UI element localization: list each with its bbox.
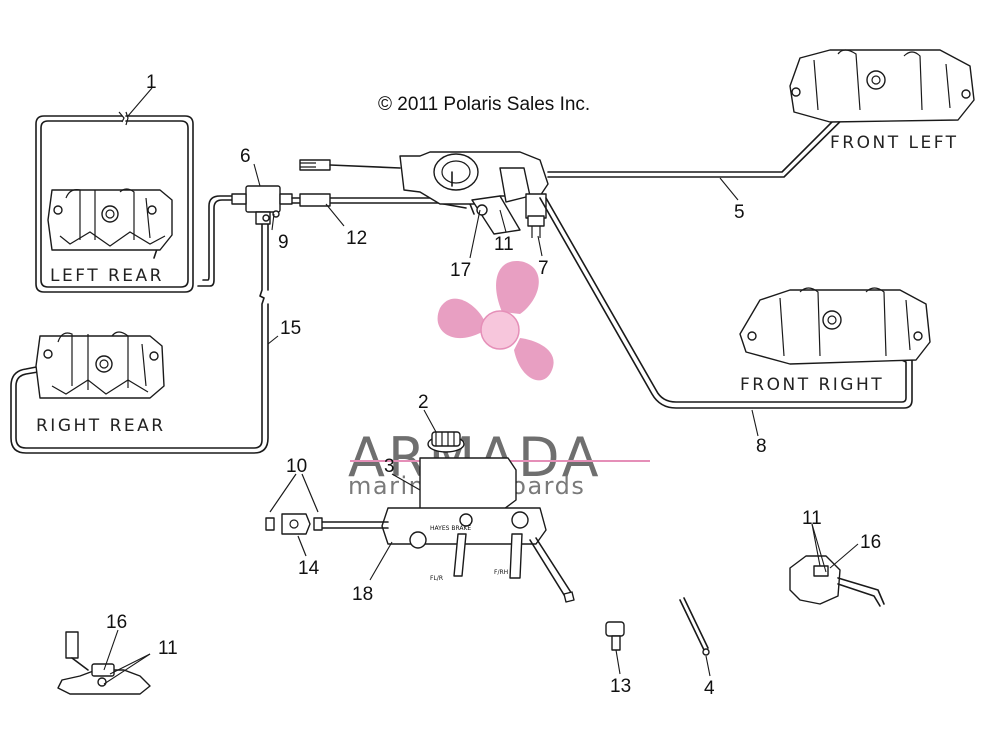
- callout-11-right: 11: [802, 508, 822, 529]
- leader-14: [297, 535, 307, 557]
- callout-8: 8: [756, 436, 767, 457]
- banjo-bolt-13: [605, 621, 625, 651]
- callout-15: 15: [280, 318, 301, 339]
- pin-4: [679, 597, 710, 656]
- label-front-right: FRONT RIGHT: [740, 375, 884, 395]
- nut-10-left: [265, 517, 275, 531]
- label-right-rear: RIGHT REAR: [36, 416, 166, 436]
- leader-10: [269, 473, 319, 513]
- caliper-right-rear: [35, 331, 165, 399]
- callout-1: 1: [146, 72, 157, 93]
- svg-text:F/RH: F/RH: [494, 569, 508, 576]
- caliper-detail-left: [57, 631, 151, 695]
- watermark-logo-icon: [437, 261, 554, 381]
- callout-9: 9: [278, 232, 289, 253]
- nut-10-right: [313, 517, 323, 531]
- callout-3: 3: [384, 456, 395, 477]
- copyright-text: © 2011 Polaris Sales Inc.: [378, 94, 590, 115]
- callout-5: 5: [734, 202, 745, 223]
- caliper-front-left: [789, 49, 975, 123]
- leader-lines: [103, 87, 859, 685]
- caliper-front-right: [739, 287, 931, 365]
- label-left-rear: LEFT REAR: [50, 266, 164, 286]
- callout-16-left: 16: [106, 612, 127, 633]
- callout-10: 10: [286, 456, 307, 477]
- label-front-left: FRONT LEFT: [830, 133, 959, 153]
- callout-11-left: 11: [158, 638, 178, 659]
- svg-text:FL/R: FL/R: [430, 575, 443, 582]
- callout-16-right: 16: [860, 532, 881, 553]
- callout-18: 18: [352, 584, 373, 605]
- brake-line-15: [15, 199, 265, 449]
- callout-7: 7: [538, 258, 549, 279]
- clevis-14: [281, 513, 311, 535]
- brake-line-1: [35, 111, 194, 293]
- fitting-7: [527, 215, 545, 238]
- front-master-cylinder: [299, 151, 549, 235]
- callout-14: 14: [298, 558, 320, 579]
- caliper-detail-right: [789, 555, 885, 607]
- callout-4: 4: [704, 678, 715, 699]
- callout-6: 6: [240, 146, 251, 167]
- master-cylinder-stamp: HAYES BRAKE: [430, 525, 471, 532]
- line-tee-to-left: [197, 199, 241, 287]
- callout-12: 12: [346, 228, 367, 249]
- tee-fitting-6: [231, 185, 293, 225]
- callout-11-top: 11: [494, 234, 514, 255]
- pushrod: [319, 521, 389, 529]
- callout-2: 2: [418, 392, 429, 413]
- callout-13: 13: [610, 676, 631, 697]
- callout-17: 17: [450, 260, 471, 281]
- master-cylinder-18: HAYES BRAKE FL/R F/RH: [381, 431, 575, 603]
- caliper-left-rear: [47, 188, 173, 251]
